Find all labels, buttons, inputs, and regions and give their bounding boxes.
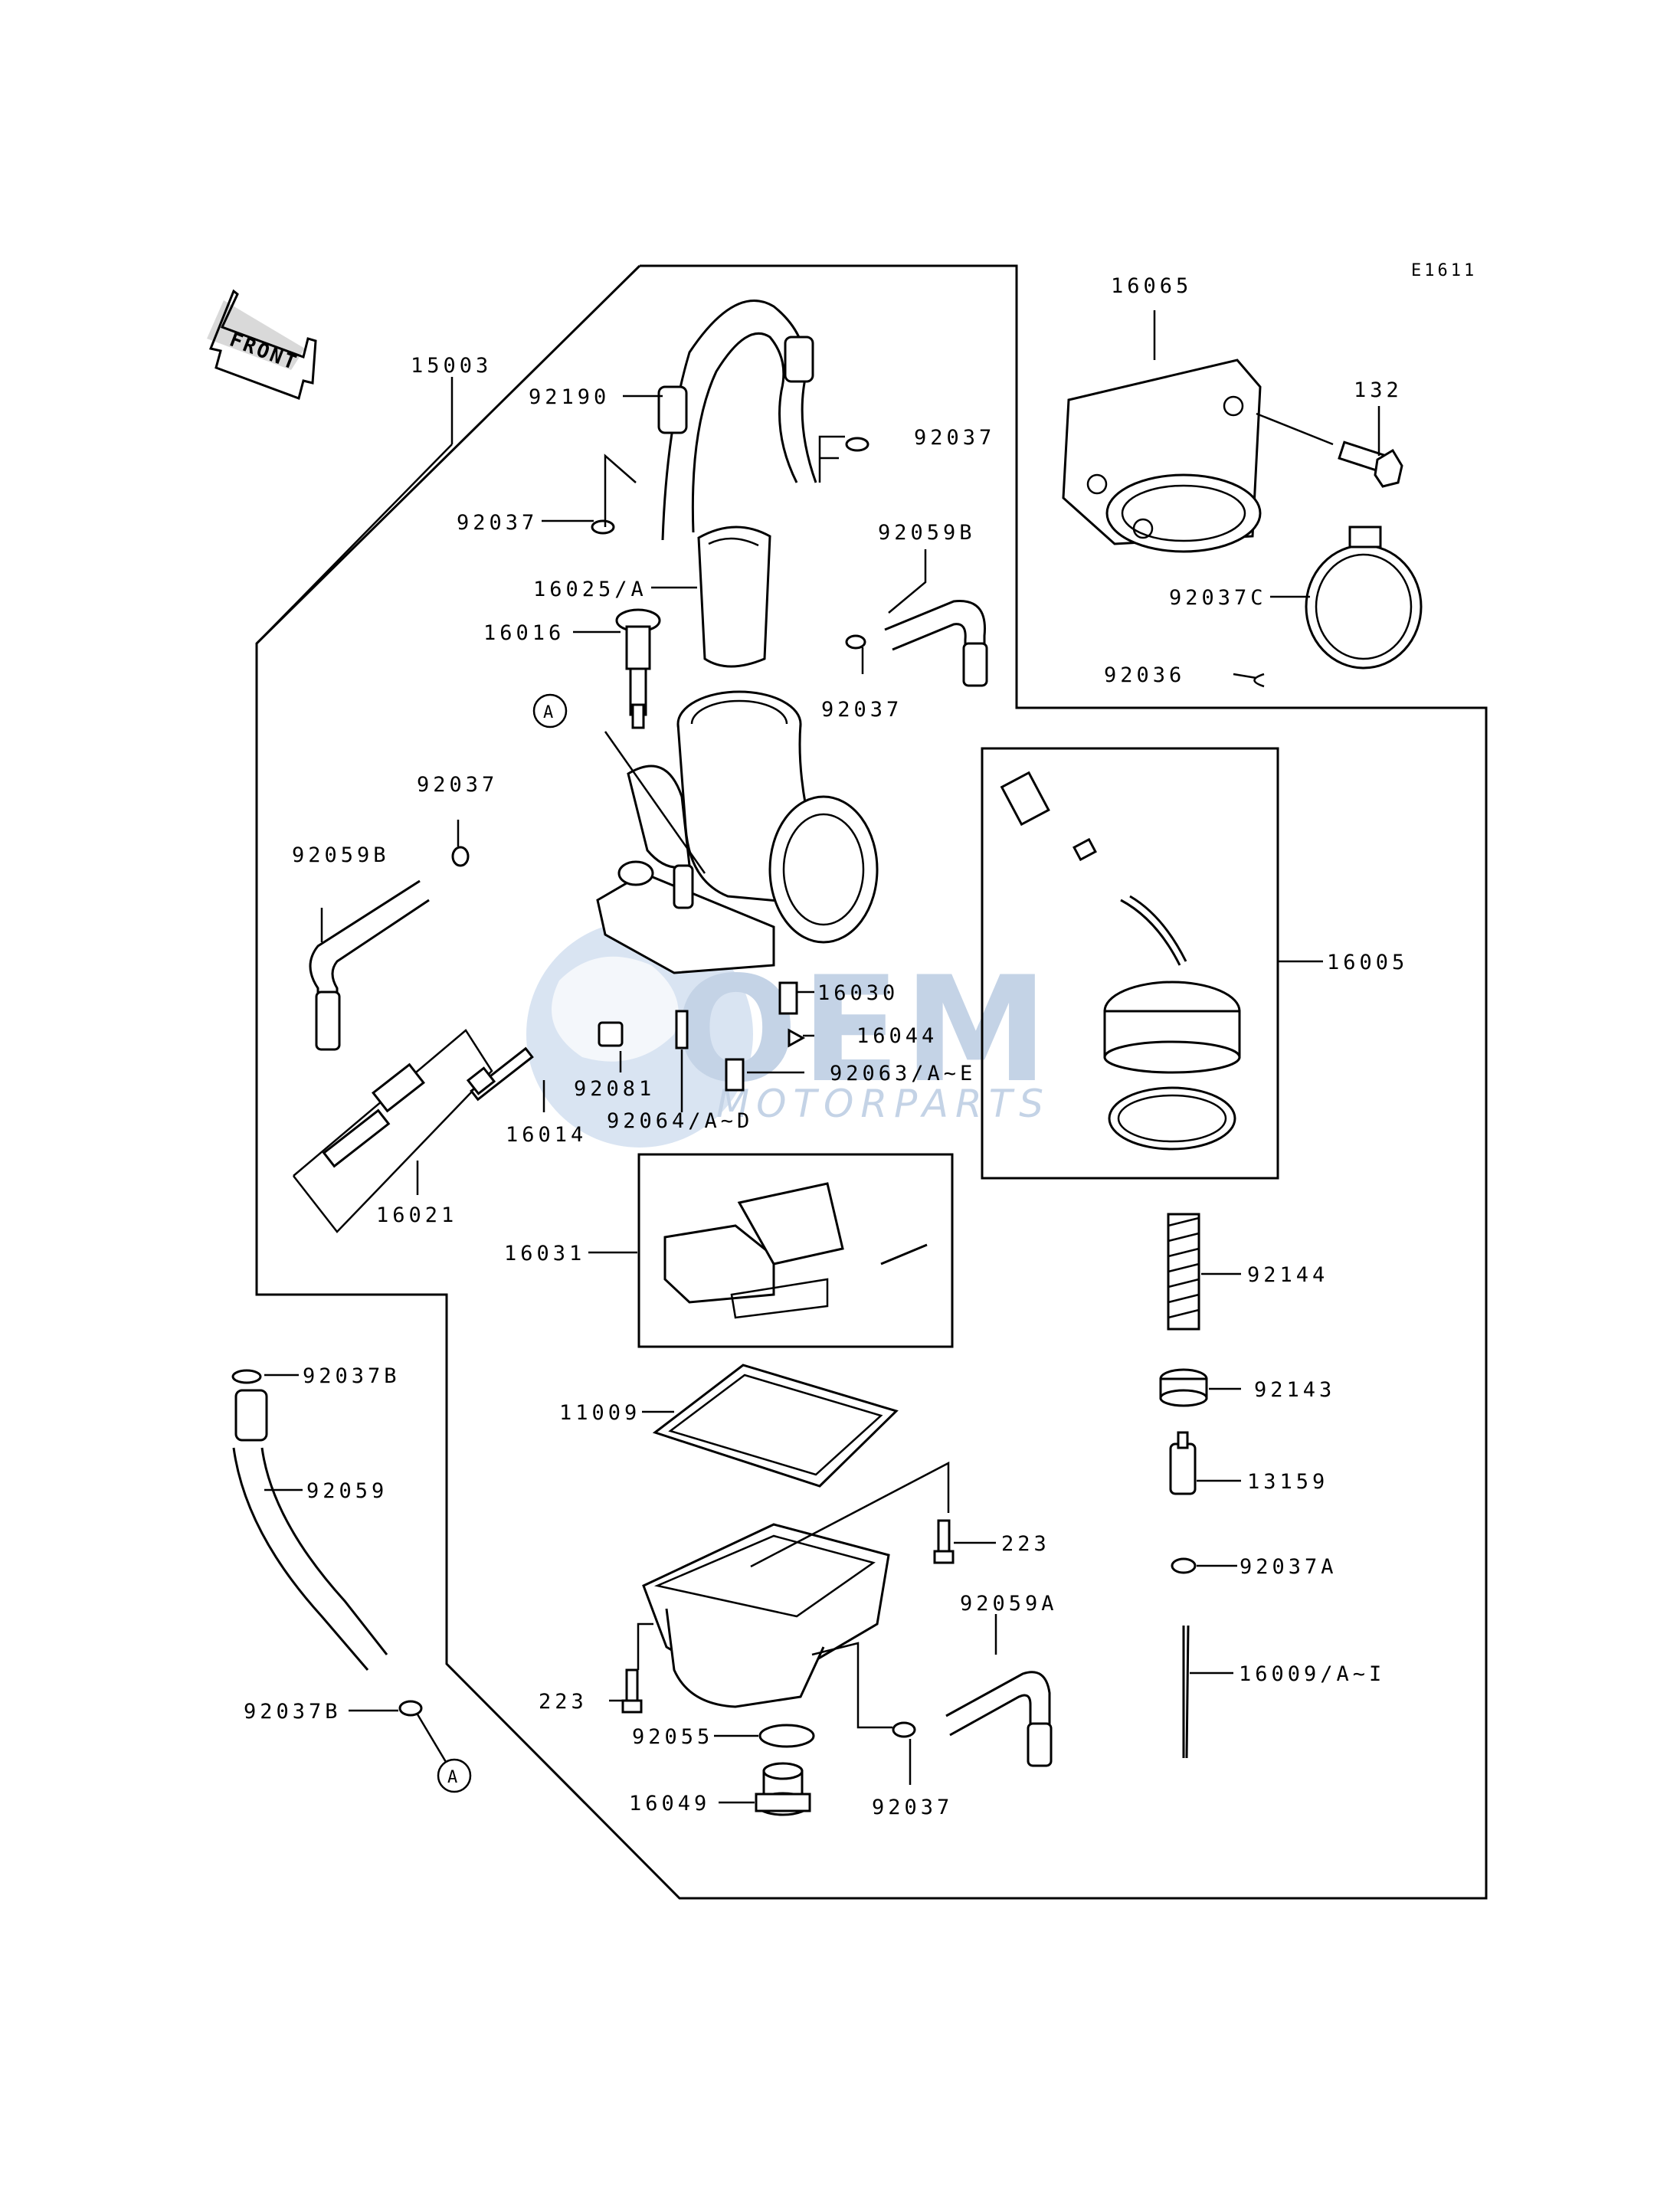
assembly-outline: [255, 264, 1488, 1900]
overflow-hose-top: [884, 600, 988, 687]
hose-92059: [232, 1389, 388, 1671]
callout-a-bottom: A: [437, 1758, 472, 1793]
ring-92037A: [1171, 1557, 1197, 1574]
label-92190: 92190: [529, 385, 610, 409]
label-92059B-top: 92059B: [878, 521, 976, 545]
label-16005: 16005: [1327, 951, 1408, 974]
label-11009: 11009: [559, 1401, 640, 1425]
label-223-left: 223: [539, 1690, 588, 1714]
label-92063: 92063/A~E: [830, 1062, 976, 1085]
label-15003: 15003: [411, 354, 492, 378]
label-92143: 92143: [1254, 1378, 1335, 1402]
float-bowl-kit-box: [981, 747, 1279, 1180]
label-223-right: 223: [1001, 1532, 1050, 1556]
watermark-sub: MOTORPARTS: [716, 1082, 1050, 1126]
label-13159: 13159: [1247, 1470, 1328, 1494]
label-92037-bottom: 92037: [872, 1796, 953, 1819]
clamp-92037B-icon: [231, 1369, 423, 1717]
oring-92055: [758, 1724, 815, 1748]
label-16025: 16025/A: [533, 578, 647, 601]
label-92036: 92036: [1104, 663, 1185, 687]
breather-hose: [657, 300, 817, 541]
label-16009: 16009/A~I: [1239, 1662, 1385, 1686]
part-labels: 15003 92190 92037 92037 92059B 16025/A 1…: [244, 274, 1408, 1819]
cap-92143: [1159, 1368, 1208, 1407]
label-92037C: 92037C: [1169, 586, 1267, 610]
label-92037B-bottom: 92037B: [244, 1700, 342, 1724]
float-bowl-kit: [1000, 771, 1241, 1151]
clamp-92037C: [1305, 526, 1423, 670]
callout-a-bottom-label: A: [447, 1768, 460, 1787]
label-92081: 92081: [574, 1077, 655, 1101]
gasket-11009: [652, 1364, 899, 1488]
callout-a-top: A: [532, 693, 568, 729]
float-bowl-body: [642, 1523, 890, 1708]
label-92064: 92064/A~D: [607, 1109, 753, 1133]
throttle-stop-screw-group: [293, 1029, 534, 1233]
overflow-hose-left: [309, 879, 430, 1051]
carburetor-body: [596, 690, 879, 974]
clip-92036: [1253, 673, 1265, 688]
label-16014: 16014: [506, 1123, 587, 1147]
label-92037B-top: 92037B: [303, 1364, 401, 1388]
label-92037-hose-right: 92037: [914, 426, 995, 450]
label-92037A: 92037A: [1240, 1555, 1338, 1579]
pilot-air-screw: [615, 608, 661, 729]
label-132: 132: [1354, 378, 1403, 402]
leader-lines: [256, 310, 1380, 1804]
label-16021: 16021: [376, 1203, 457, 1227]
label-16031: 16031: [504, 1242, 585, 1265]
hose-92059A: [945, 1671, 1053, 1767]
label-92037-hose-left: 92037: [457, 511, 538, 535]
front-arrow-icon: FRONT: [207, 289, 317, 400]
jet-needle-16009: [1182, 1625, 1190, 1759]
label-16044: 16044: [856, 1024, 938, 1048]
float-box: [637, 1153, 954, 1348]
label-92059B-left: 92059B: [292, 843, 390, 867]
bolt-132: [1338, 440, 1403, 488]
throttle-valve: [697, 526, 771, 668]
drain-plug-16049: [755, 1762, 811, 1816]
label-16016: 16016: [483, 621, 565, 645]
hose-clamp-icon: [451, 437, 916, 1738]
spring-92144: [1167, 1213, 1200, 1331]
diagram-code: E1611: [1411, 261, 1477, 280]
label-92037-left: 92037: [417, 773, 498, 797]
insulator: [1062, 359, 1262, 553]
needle-jet-13159: [1169, 1431, 1197, 1495]
label-92144: 92144: [1247, 1263, 1328, 1287]
label-92059: 92059: [306, 1479, 388, 1503]
label-92037-mid: 92037: [821, 698, 902, 722]
label-16030: 16030: [817, 981, 899, 1005]
screw-223-left: [621, 1668, 643, 1714]
label-92055: 92055: [632, 1725, 713, 1749]
float-16031: [663, 1182, 928, 1319]
callout-a-top-label: A: [543, 703, 556, 722]
small-jets: [598, 981, 806, 1092]
label-16065: 16065: [1111, 274, 1192, 298]
label-16049: 16049: [629, 1792, 710, 1816]
label-92059A: 92059A: [960, 1592, 1058, 1616]
screw-223-right: [933, 1519, 955, 1564]
